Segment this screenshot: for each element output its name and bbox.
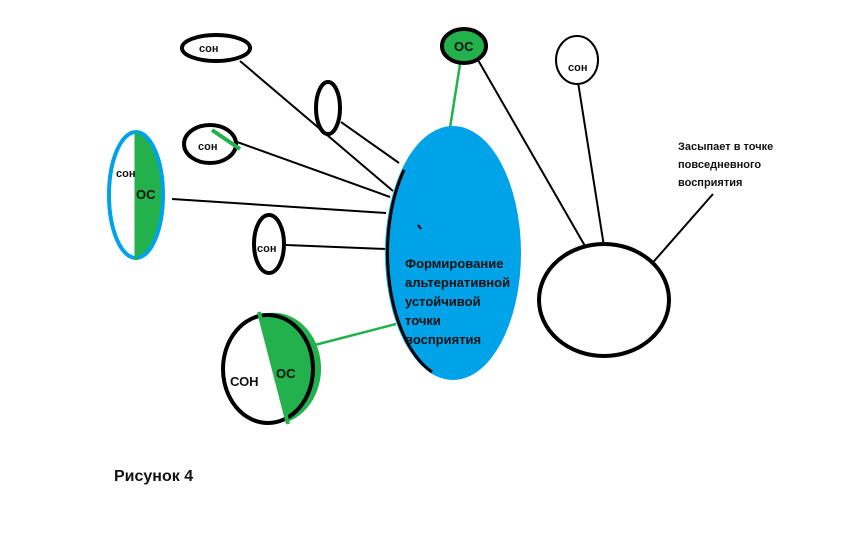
os-top-label: ОС: [454, 39, 474, 54]
connector-os-top-green: [448, 57, 463, 129]
empty-oval: [314, 80, 342, 136]
right-big-oval: [537, 242, 671, 358]
son-mid-left-green-mark: [210, 128, 242, 151]
os-left-tall-label: ОС: [136, 187, 156, 202]
connector-left-tall: [171, 198, 387, 214]
connector-lines: [171, 59, 714, 285]
figure-caption: Рисунок 4: [114, 468, 194, 485]
bottom-big-oval-divider: [257, 311, 290, 425]
son-small-lower-oval: [252, 213, 286, 275]
left-tall-oval: сон ОС: [107, 130, 165, 260]
connector-son-small-lower: [285, 244, 387, 250]
right-note-line2: повседневного: [678, 159, 761, 171]
os-bottom-big-label: ОС: [276, 366, 296, 381]
son-top-label: сон: [199, 43, 218, 55]
center-text-line4: точки: [405, 313, 441, 328]
connector-empty-oval: [340, 121, 400, 164]
bottom-big-oval-outline: [221, 313, 315, 425]
connector-os-top-right: [477, 59, 586, 247]
center-text-line2: альтернативной: [405, 275, 510, 290]
son-small-lower-label: сон: [257, 243, 276, 255]
right-note-line1: Засыпает в точке: [678, 141, 773, 153]
center-text: Формирование альтернативной устойчивой т…: [405, 256, 510, 347]
son-bottom-big-label: СОН: [230, 374, 259, 389]
right-note-line3: восприятия: [678, 177, 742, 189]
right-note: Засыпает в точке повседневного восприяти…: [678, 141, 773, 189]
center-blue-oval-shadow: [386, 169, 433, 374]
connector-son-right-small: [577, 81, 607, 260]
os-top-oval: [440, 27, 488, 65]
connector-son-mid-left: [211, 132, 391, 198]
center-text-line1: Формирование: [405, 256, 503, 271]
center-tiny-mark: [417, 224, 422, 230]
connector-bottom-big-green: [306, 322, 397, 349]
center-blue-oval: [385, 126, 521, 380]
son-right-small-oval: [555, 35, 599, 85]
son-right-small-label: сон: [568, 62, 587, 74]
son-top-oval: [180, 33, 252, 63]
son-mid-left-label: сон: [198, 141, 217, 153]
connector-son-top: [239, 60, 394, 192]
green-connectors: [306, 57, 463, 349]
center-text-line5: восприятия: [405, 332, 481, 347]
center-text-line3: устойчивой: [405, 294, 481, 309]
left-tall-oval-green-half: [136, 132, 164, 258]
bottom-big-oval: СОН ОС: [221, 311, 322, 425]
son-left-tall-label: сон: [116, 168, 135, 180]
